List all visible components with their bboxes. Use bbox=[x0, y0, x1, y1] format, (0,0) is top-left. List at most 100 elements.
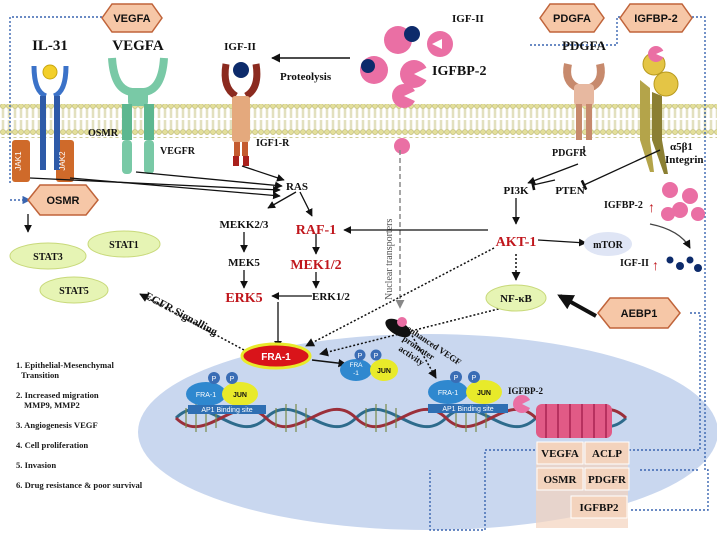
igfbp2-near-membrane bbox=[394, 138, 410, 154]
svg-text:IGF-II: IGF-II bbox=[452, 13, 484, 25]
svg-text:JUN: JUN bbox=[377, 368, 391, 375]
aebp1-to-nfkb-arrow bbox=[557, 294, 597, 318]
proteolysis-label: Proteolysis bbox=[280, 71, 332, 83]
svg-text:ACLP: ACLP bbox=[592, 448, 622, 460]
svg-text:P: P bbox=[358, 353, 363, 360]
svg-text:NF-κB: NF-κB bbox=[500, 293, 532, 305]
mtor-node: mTOR bbox=[584, 232, 632, 256]
dotted-connectors bbox=[9, 16, 709, 531]
target-aclp: ACLP bbox=[584, 441, 630, 465]
svg-text:STAT1: STAT1 bbox=[109, 240, 139, 251]
il31-receptor: IL-31 JAK1 JAK2 OSMR bbox=[12, 38, 119, 182]
hexagon-osmr: OSMR bbox=[27, 184, 99, 216]
svg-text:JAK2: JAK2 bbox=[58, 151, 67, 171]
outcome-5: 5. Invasion bbox=[16, 460, 57, 470]
svg-text:VEGFR: VEGFR bbox=[160, 146, 196, 157]
svg-text:IGF-II: IGF-II bbox=[620, 258, 649, 269]
svg-text:IGFBP-2: IGFBP-2 bbox=[432, 64, 486, 79]
igf-igfbp2-cluster: IGF-II IGFBP-2 bbox=[360, 13, 486, 108]
svg-text:P: P bbox=[472, 375, 477, 382]
outcome-2: 2. Increased migration bbox=[16, 390, 99, 400]
integrin: α5β1 Integrin bbox=[640, 46, 704, 174]
raf1-node: RAF-1 bbox=[296, 223, 336, 238]
svg-text:OSMR: OSMR bbox=[88, 128, 119, 139]
svg-text:IGFBP-2: IGFBP-2 bbox=[634, 13, 677, 25]
svg-text:IGFBP-2: IGFBP-2 bbox=[508, 386, 543, 396]
svg-text:AEBP1: AEBP1 bbox=[621, 308, 658, 320]
pathway-nodes: RAS RAF-1 MEKK2/3 MEK1/2 MEK5 ERK5 ERK1/… bbox=[220, 181, 585, 306]
vegfr-receptor: VEGFA VEGFR bbox=[108, 38, 196, 174]
svg-text:JUN: JUN bbox=[477, 390, 491, 397]
erk12-node: ERK1/2 bbox=[312, 291, 350, 303]
pten-node: PTEN bbox=[555, 185, 584, 197]
mek5-node: MEK5 bbox=[228, 257, 260, 269]
ap1-complex-left: FRA-1 JUN P P AP1 Binding site bbox=[186, 372, 266, 414]
hexagon-vegfa-top: VEGFA bbox=[101, 3, 163, 33]
fra1-to-nucleus-arrow bbox=[311, 358, 347, 368]
chromatin-coil bbox=[536, 404, 612, 438]
igfbp2-igf2-upregulation: IGFBP-2 ↑ IGF-II ↑ bbox=[604, 182, 705, 274]
stat1-node: STAT1 bbox=[87, 230, 161, 258]
svg-text:IGF-II: IGF-II bbox=[224, 41, 256, 53]
svg-text:PDGFR: PDGFR bbox=[552, 148, 587, 159]
svg-text:↑: ↑ bbox=[652, 259, 659, 274]
hexagon-pdgfa-top: PDGFA bbox=[539, 3, 605, 33]
hexagon-igfbp2-top: IGFBP-2 bbox=[619, 3, 693, 33]
stat5-node: STAT5 bbox=[39, 276, 109, 304]
svg-text:P: P bbox=[374, 353, 379, 360]
svg-text:PDGFA: PDGFA bbox=[562, 38, 606, 53]
pi3k-node: PI3K bbox=[503, 185, 529, 197]
hexagon-aebp1: AEBP1 bbox=[597, 297, 681, 329]
svg-text:JAK1: JAK1 bbox=[14, 151, 23, 171]
svg-text:JUN: JUN bbox=[233, 392, 247, 399]
pdgfr-receptor: PDGFA PDGFR bbox=[552, 38, 607, 159]
egfr-signalling-label: EGFR Signalling bbox=[143, 290, 220, 339]
svg-text:STAT5: STAT5 bbox=[59, 286, 89, 297]
akt1-node: AKT-1 bbox=[496, 235, 537, 250]
stat3-node: STAT3 bbox=[9, 242, 87, 270]
outcome-1: 1. Epithelial-Mesenchymal bbox=[16, 360, 114, 370]
igf1r-receptor: IGF-II IGF1-R bbox=[221, 41, 290, 166]
target-igfbp2: IGFBP2 bbox=[570, 495, 628, 519]
nucleus bbox=[138, 334, 717, 530]
dotted-arrows bbox=[139, 247, 521, 379]
target-osmr: OSMR bbox=[536, 467, 584, 491]
svg-text:P: P bbox=[454, 375, 459, 382]
nuclear-transporters-label: Nuclear transporters bbox=[384, 219, 395, 300]
svg-text:P: P bbox=[230, 376, 235, 383]
target-genes: VEGFA ACLP OSMR PDGFR IGFBP2 bbox=[536, 441, 630, 528]
mekk23-node: MEKK2/3 bbox=[220, 219, 269, 231]
pathway-arrows bbox=[24, 146, 661, 349]
svg-text:STAT3: STAT3 bbox=[33, 252, 63, 263]
svg-text:IGF1-R: IGF1-R bbox=[256, 138, 290, 149]
outcome-6: 6. Drug resistance & poor survival bbox=[16, 480, 143, 490]
svg-text:OSMR: OSMR bbox=[544, 474, 578, 486]
svg-text:PDGFA: PDGFA bbox=[553, 13, 591, 25]
target-pdgfr: PDGFR bbox=[584, 467, 630, 491]
svg-text:AP1 Binding site: AP1 Binding site bbox=[201, 407, 252, 414]
fra1-node: FRA-1 bbox=[240, 342, 312, 370]
svg-text:P: P bbox=[212, 376, 217, 383]
outcome-1-cont: Transition bbox=[21, 370, 60, 380]
svg-text:-1: -1 bbox=[353, 370, 359, 377]
svg-text:FRA-1: FRA-1 bbox=[261, 352, 291, 363]
svg-text:FRA-1: FRA-1 bbox=[438, 390, 458, 397]
svg-text:PDGFR: PDGFR bbox=[588, 474, 627, 486]
target-vegfa: VEGFA bbox=[536, 441, 584, 465]
svg-text:↑: ↑ bbox=[648, 201, 655, 216]
svg-text:FRA: FRA bbox=[350, 362, 364, 369]
svg-text:IGFBP2: IGFBP2 bbox=[579, 502, 619, 514]
outcome-3: 3. Angiogenesis VEGF bbox=[16, 420, 98, 430]
svg-text:Integrin: Integrin bbox=[665, 154, 704, 166]
ras-node: RAS bbox=[286, 181, 308, 193]
svg-text:IGFBP-2: IGFBP-2 bbox=[604, 200, 643, 211]
svg-text:mTOR: mTOR bbox=[593, 240, 624, 251]
plasma-membrane bbox=[0, 104, 717, 138]
svg-text:α5β1: α5β1 bbox=[670, 141, 693, 153]
svg-text:FRA-1: FRA-1 bbox=[196, 392, 216, 399]
svg-text:VEGFA: VEGFA bbox=[113, 13, 150, 25]
mek12-node: MEK1/2 bbox=[290, 258, 341, 273]
nfkb-node: NF-κB bbox=[485, 284, 547, 312]
svg-text:IL-31: IL-31 bbox=[32, 38, 68, 54]
